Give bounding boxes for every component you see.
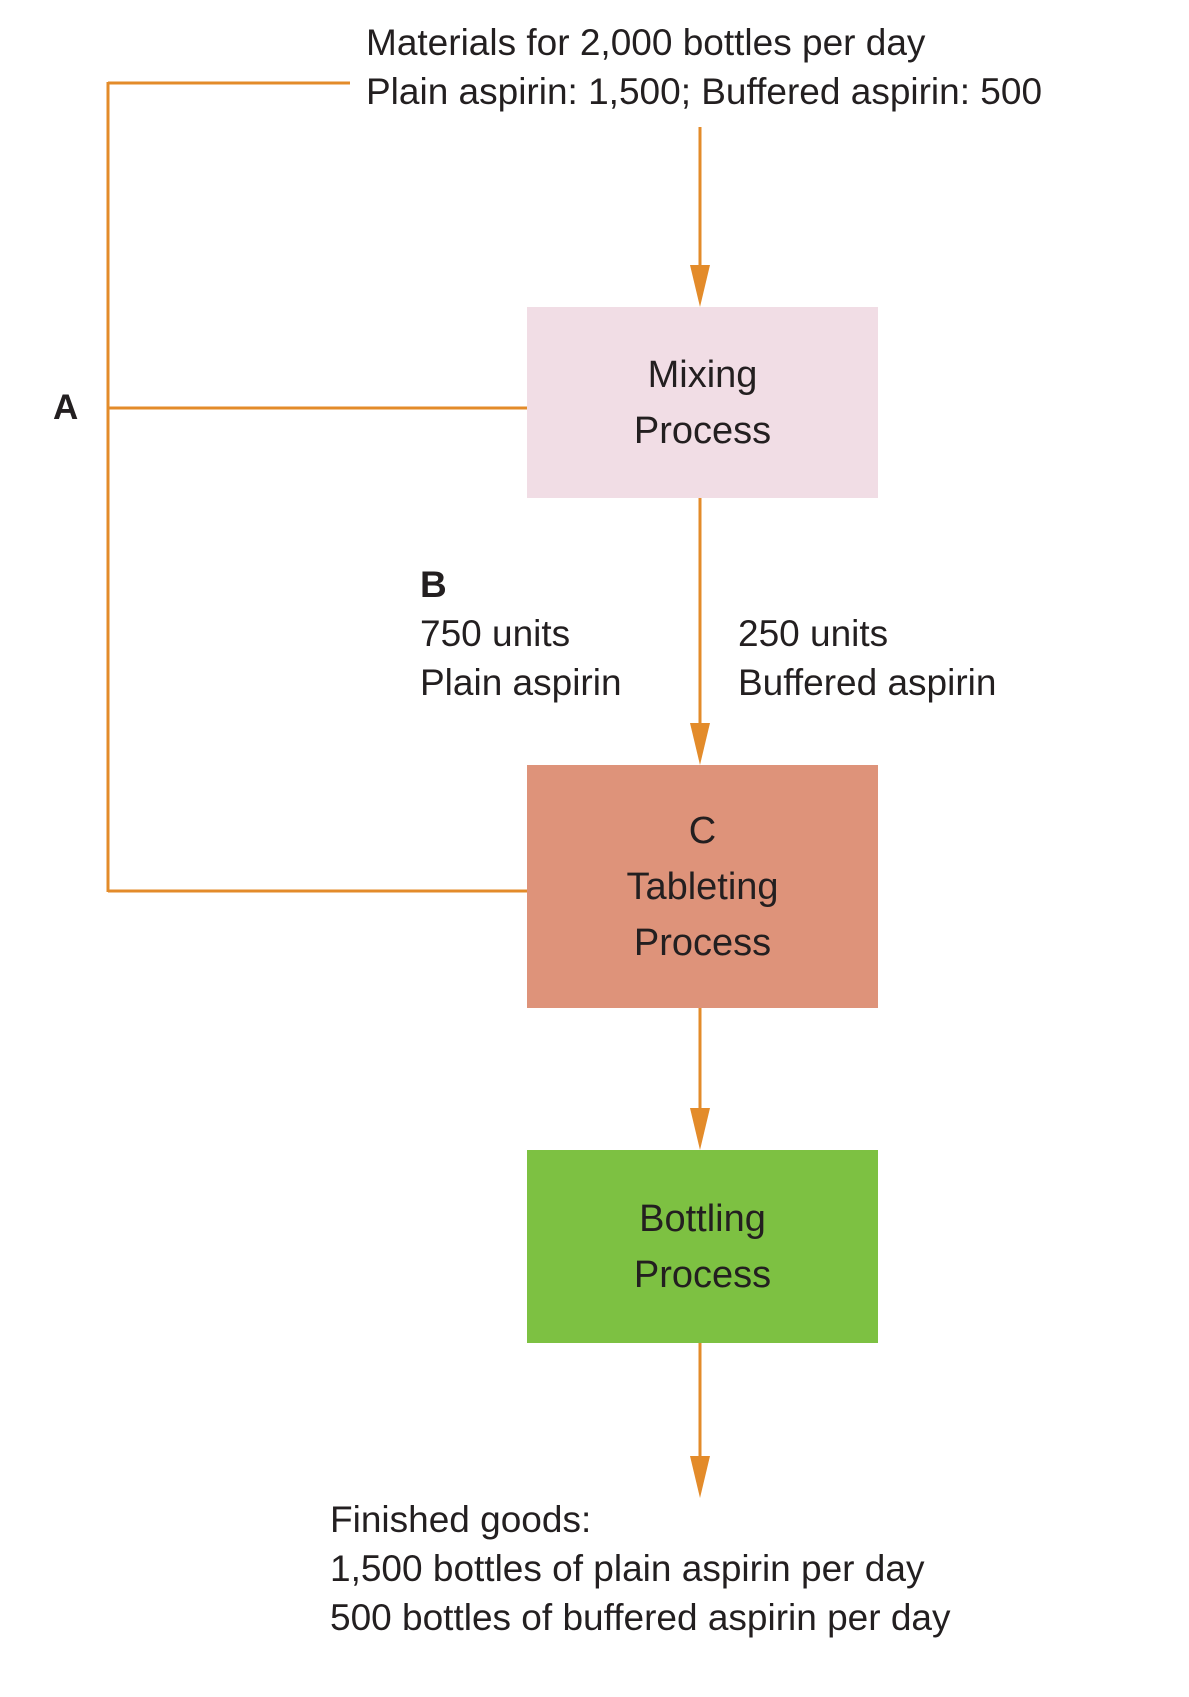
arrow-bottling-to-output-head xyxy=(690,1456,710,1498)
buffered-units: 250 units xyxy=(738,613,889,654)
finished-goods-plain: 1,500 bottles of plain aspirin per day xyxy=(330,1548,925,1589)
input-materials-line-2: Plain aspirin: 1,500; Buffered aspirin: … xyxy=(366,71,1043,112)
arrow-mixing-to-tableting-shaft xyxy=(698,498,702,728)
arrow-materials-to-mixing-shaft xyxy=(698,127,702,270)
arrow-tableting-to-bottling-head xyxy=(690,1108,710,1150)
mixing-process-line-1: Mixing xyxy=(647,353,758,396)
plain-units: 750 units xyxy=(420,613,571,654)
plain-product: Plain aspirin xyxy=(420,662,622,703)
tableting-process-box: C Tableting Process xyxy=(527,765,878,1008)
finished-goods-heading: Finished goods: xyxy=(330,1499,592,1540)
arrow-tableting-to-bottling-shaft xyxy=(698,1008,702,1113)
input-materials-text: Materials for 2,000 bottles per day Plai… xyxy=(366,18,1042,116)
finished-goods-buffered: 500 bottles of buffered aspirin per day xyxy=(330,1597,951,1638)
arrow-materials-to-mixing-head xyxy=(690,265,710,307)
bottling-process-line-2: Process xyxy=(633,1253,772,1296)
arrow-mixing-to-tableting-head xyxy=(690,723,710,765)
bottling-process-box: Bottling Process xyxy=(527,1150,878,1343)
split-left-text: B 750 units Plain aspirin xyxy=(420,560,622,707)
mixing-process-box: Mixing Process xyxy=(527,307,878,498)
buffered-product: Buffered aspirin xyxy=(738,662,997,703)
label-b: B xyxy=(420,564,447,605)
finished-goods-text: Finished goods: 1,500 bottles of plain a… xyxy=(330,1495,951,1642)
arrow-bottling-to-output-shaft xyxy=(698,1343,702,1461)
input-materials-line-1: Materials for 2,000 bottles per day xyxy=(366,22,926,63)
label-a: A xyxy=(53,388,79,427)
mixing-process-line-2: Process xyxy=(633,409,772,452)
tableting-process-line-1: Tableting xyxy=(626,865,779,908)
bottling-process-line-1: Bottling xyxy=(639,1197,766,1240)
label-c: C xyxy=(688,809,717,852)
split-right-text: 250 units Buffered aspirin xyxy=(738,609,996,707)
tableting-process-line-2: Process xyxy=(633,921,772,964)
